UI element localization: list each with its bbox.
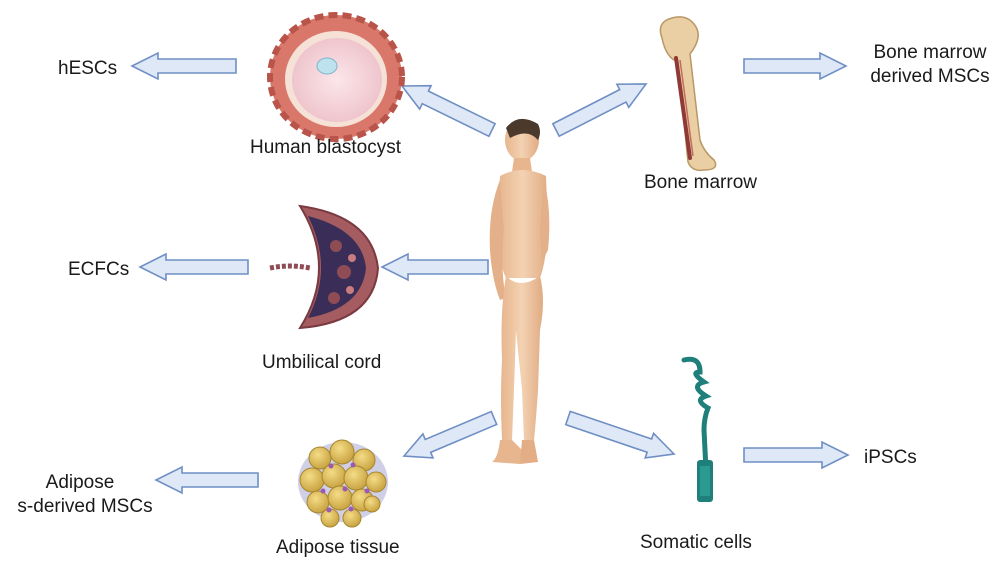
label-bm-msc-line1: Bone marrow [860, 42, 1000, 64]
label-adipose-msc-line1: Adipose [10, 472, 150, 494]
adipose-tissue-icon [298, 440, 388, 527]
blastocyst-icon [270, 15, 402, 139]
bone-icon [660, 17, 715, 170]
human-figure-icon [490, 119, 550, 464]
arrow-to-umbilical-cord [382, 254, 488, 280]
label-ipscs: iPSCs [864, 447, 917, 469]
arrow-to-adipose-msc [156, 467, 258, 493]
label-adipose-msc-line2: s-derived MSCs [10, 496, 160, 518]
label-adipose-tissue: Adipose tissue [276, 537, 400, 559]
arrow-to-adipose-tissue [399, 406, 499, 468]
somatic-cell-icon [684, 359, 713, 502]
label-bm-msc-line2: derived MSCs [860, 66, 1000, 88]
label-bone-marrow: Bone marrow [644, 172, 757, 194]
label-somatic-cells: Somatic cells [640, 532, 752, 554]
label-hescs: hESCs [58, 58, 117, 80]
arrow-to-bm-msc [744, 53, 846, 79]
arrows-group [132, 53, 848, 493]
arrow-to-ecfcs [140, 254, 248, 280]
arrow-to-hescs [132, 53, 236, 79]
arrow-to-bone-marrow [550, 72, 652, 141]
arrow-to-ipscs [744, 442, 848, 468]
label-human-blastocyst: Human blastocyst [250, 137, 401, 159]
arrow-to-somatic-cells [564, 406, 678, 467]
umbilical-cord-icon [270, 206, 378, 328]
arrow-to-blastocyst [396, 74, 497, 141]
label-ecfcs: ECFCs [68, 259, 129, 281]
label-umbilical-cord: Umbilical cord [262, 352, 381, 374]
